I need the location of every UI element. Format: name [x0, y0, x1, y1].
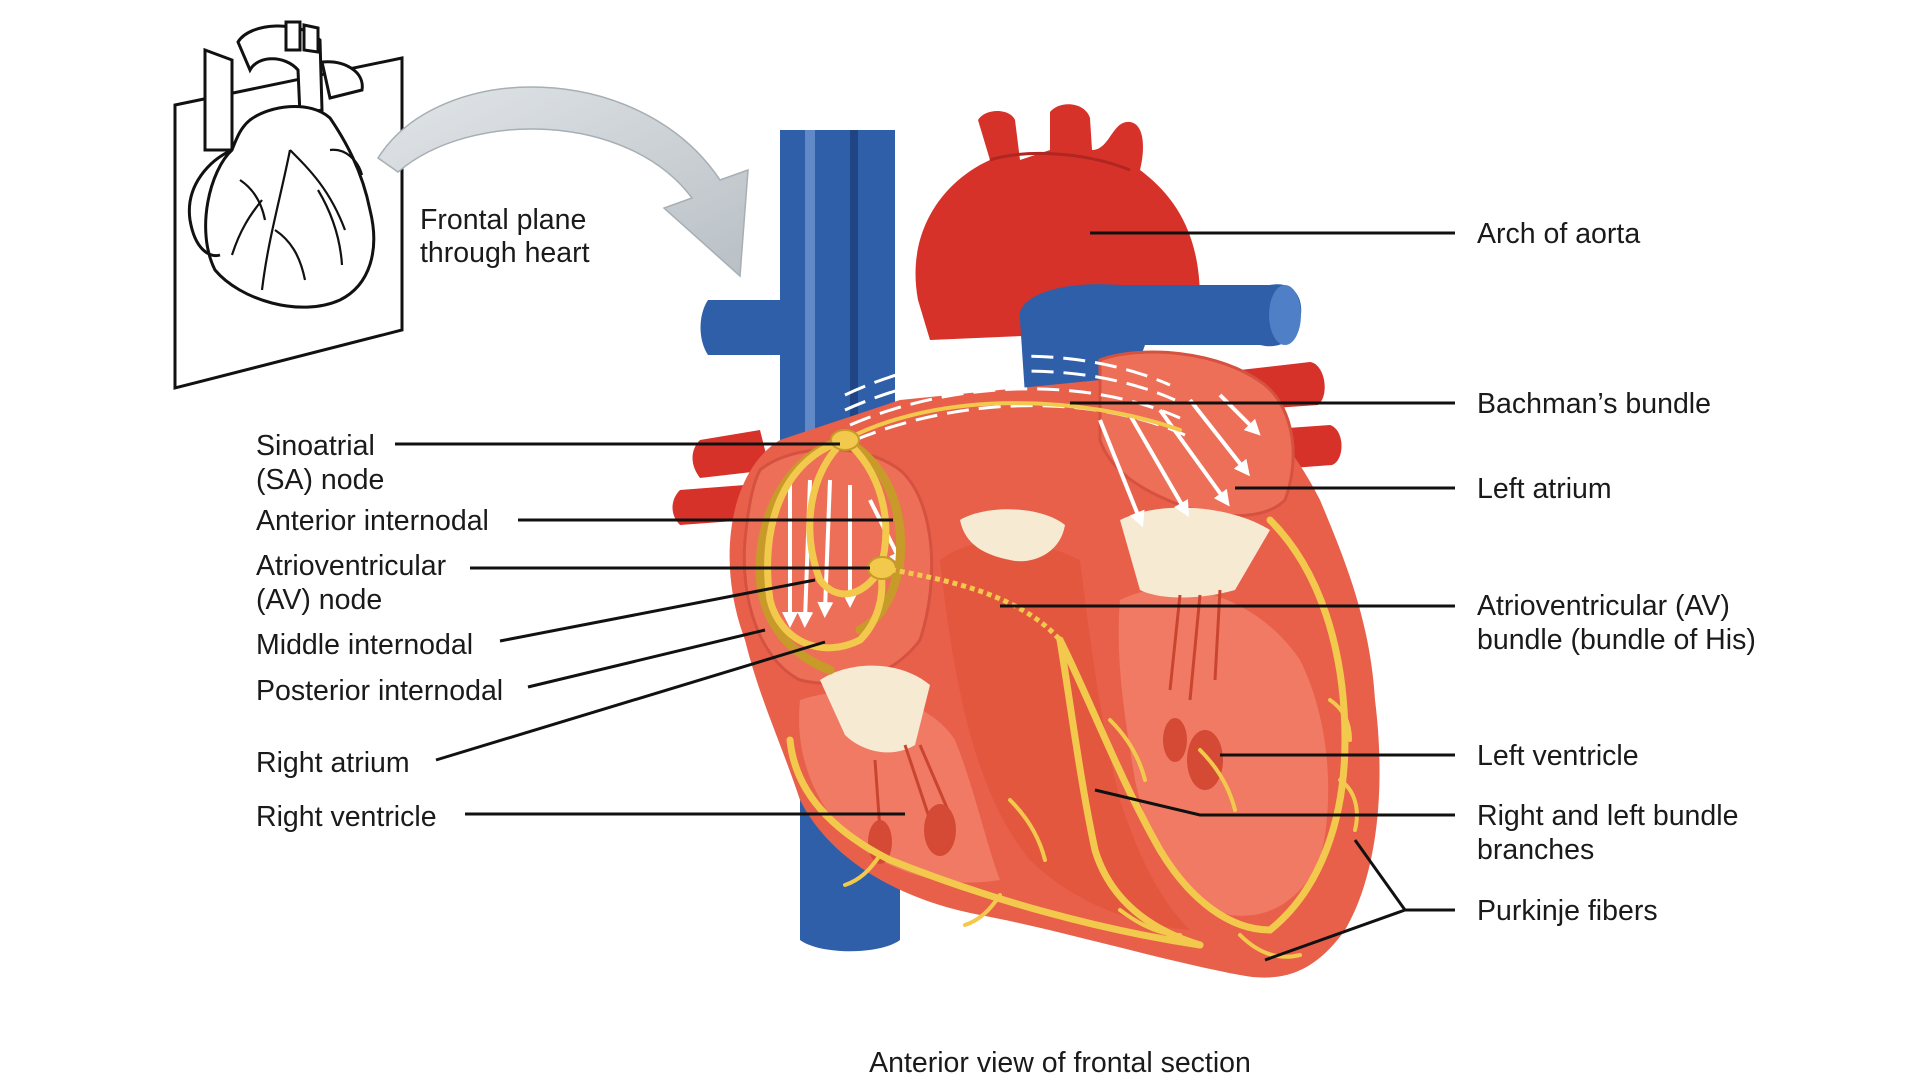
inset-frontal-plane-sketch [173, 20, 404, 390]
label-bachmans-bundle: Bachman’s bundle [1477, 388, 1711, 420]
sa-node [830, 429, 860, 451]
mitral-valve [1120, 507, 1270, 598]
label-left-atrium: Left atrium [1477, 473, 1612, 505]
papillary-muscles [873, 589, 1222, 831]
inset-coronary-vessels [230, 148, 364, 291]
label-sa-node-line1: Sinoatrial [256, 430, 375, 462]
conduction-system [755, 401, 1359, 959]
label-bundle-branches-line2: branches [1477, 834, 1594, 866]
heart-illustration [672, 104, 1380, 978]
tricuspid-valve [820, 665, 930, 753]
leader-posterior-internodal [527, 628, 766, 689]
label-bundle-branches-line1: Right and left bundle [1477, 800, 1738, 832]
posterior-internodal-path [764, 436, 886, 652]
leader-lines [395, 231, 1455, 962]
label-purkinje-fibers: Purkinje fibers [1477, 895, 1658, 927]
label-av-bundle-line2: bundle (bundle of His) [1477, 624, 1756, 656]
label-sa-node-line2: (SA) node [256, 464, 384, 496]
bachmans-bundle-path [843, 401, 1182, 442]
right-labels: Arch of aorta Bachman’s bundle Left atri… [1477, 218, 1756, 927]
anterior-internodal-path [841, 436, 890, 574]
leader-bundle-branches [1094, 788, 1455, 817]
brachiocephalic-vein-branch [700, 300, 790, 355]
label-av-node-line1: Atrioventricular [256, 550, 447, 582]
frontal-plane-label-line1: Frontal plane [420, 204, 586, 236]
right-pulmonary-vein-lower [672, 485, 748, 525]
left-labels: Sinoatrial (SA) node Anterior internodal… [256, 430, 503, 833]
label-middle-internodal: Middle internodal [256, 629, 473, 661]
leader-purkinje-fibers-2 [1264, 908, 1406, 962]
aortic-valve [960, 509, 1065, 562]
label-right-atrium: Right atrium [256, 747, 410, 779]
label-left-ventricle: Left ventricle [1477, 740, 1639, 772]
inset-heart-outline [187, 20, 376, 309]
av-bundle [881, 565, 1062, 642]
ventricular-septum [940, 541, 1190, 930]
purkinje-fibers-left [1266, 516, 1349, 934]
middle-internodal-path [806, 436, 884, 598]
gray-transition-arrow [376, 86, 749, 278]
label-arch-of-aorta: Arch of aorta [1477, 218, 1640, 250]
figure-caption: Anterior view of frontal section [869, 1047, 1251, 1079]
right-pulmonary-vein-upper [692, 430, 770, 478]
frontal-plane-label-line2: through heart [420, 237, 590, 269]
label-posterior-internodal: Posterior internodal [256, 675, 503, 707]
label-right-ventricle: Right ventricle [256, 801, 437, 833]
leader-middle-internodal [499, 578, 816, 643]
label-av-bundle-line1: Atrioventricular (AV) [1477, 590, 1730, 622]
purkinje-fiber-branches [843, 698, 1359, 959]
label-anterior-internodal: Anterior internodal [256, 505, 489, 537]
purkinje-fibers-right [786, 736, 1204, 949]
label-av-node-line2: (AV) node [256, 584, 382, 616]
leader-right-atrium [435, 640, 826, 762]
aorta-arch [915, 104, 1200, 341]
right-bundle-branch [1056, 636, 1204, 949]
left-bundle-branch [1056, 636, 1274, 934]
